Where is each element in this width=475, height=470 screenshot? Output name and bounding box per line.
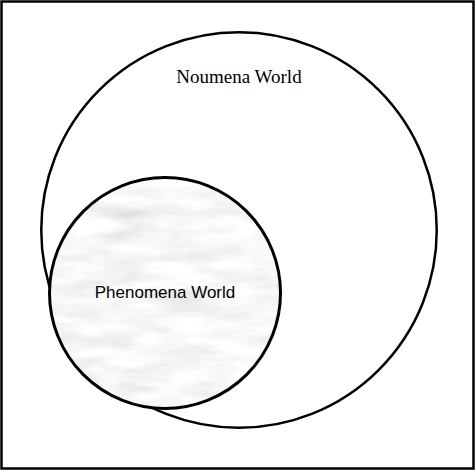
- region-label: Noumena World: [40, 66, 438, 89]
- region-label: Phenomena World: [48, 283, 282, 303]
- phenomena-region: Phenomena World: [48, 176, 282, 410]
- outer-circle: [41, 32, 437, 428]
- noumena-region: Noumena WorldPhenomena World: [40, 31, 438, 429]
